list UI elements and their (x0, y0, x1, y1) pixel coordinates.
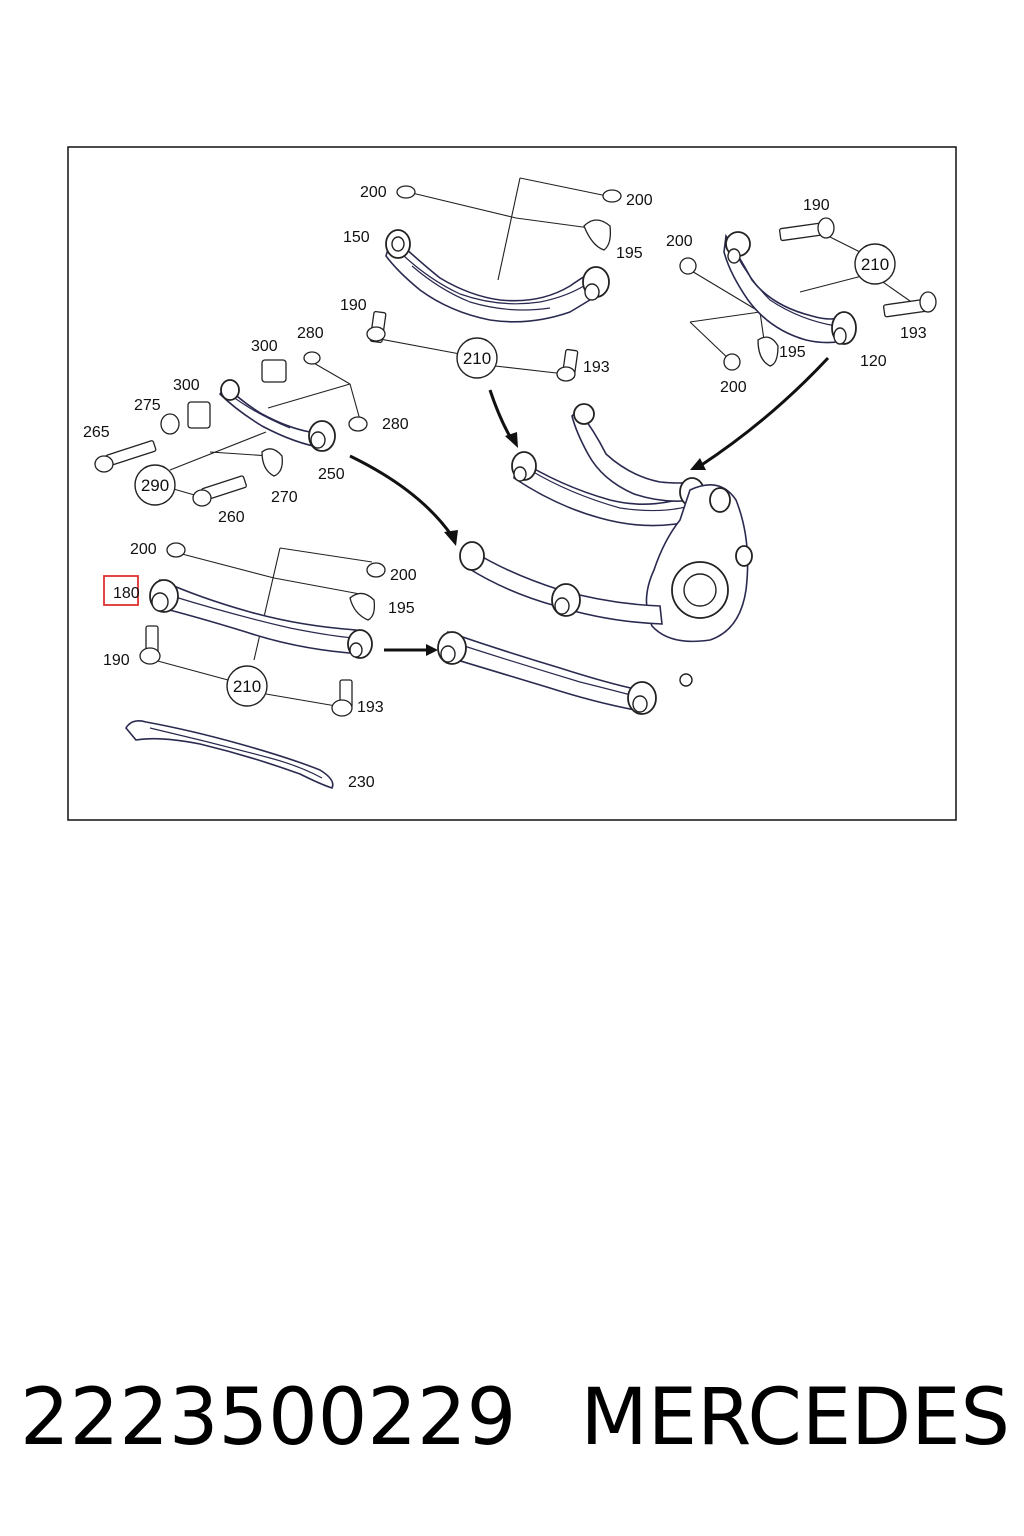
label-200: 200 (360, 184, 387, 201)
label-300: 300 (251, 338, 278, 355)
label-260: 260 (218, 509, 245, 526)
label-120: 120 (860, 353, 887, 370)
callout-210-top-text: 210 (463, 349, 491, 368)
label-300: 300 (173, 377, 200, 394)
label-200: 200 (666, 233, 693, 250)
callout-210-top (456, 337, 498, 379)
label-195: 195 (616, 245, 643, 262)
callout-210-bottom (226, 665, 268, 707)
highlight-box-180 (103, 575, 139, 606)
left-hardware (94, 351, 368, 507)
camber-arm-120 (723, 231, 857, 345)
label-270: 270 (271, 489, 298, 506)
label-190: 190 (803, 197, 830, 214)
label-200: 200 (720, 379, 747, 396)
callout-290 (134, 464, 176, 506)
label-193: 193 (583, 359, 610, 376)
lower-hardware (139, 542, 386, 717)
label-265: 265 (83, 424, 110, 441)
callout-290-text: 290 (141, 476, 169, 495)
leader-lines (153, 177, 921, 707)
label-195: 195 (779, 344, 806, 361)
part-labels: 200 200 150 195 190 200 120 195 200 193 … (83, 184, 927, 791)
label-250: 250 (318, 466, 345, 483)
brand-name: MERCEDES (580, 1373, 1011, 1463)
assembled-knuckle (437, 403, 753, 715)
part-number: 2223500229 (20, 1373, 517, 1463)
label-275: 275 (134, 397, 161, 414)
label-195: 195 (388, 600, 415, 617)
bracket-230 (125, 720, 334, 789)
label-200: 200 (130, 541, 157, 558)
upper-control-arm-150 (385, 229, 610, 323)
label-280: 280 (382, 416, 409, 433)
diagram-frame (67, 146, 957, 821)
callout-210-right-text: 210 (861, 255, 889, 274)
right-hardware (679, 217, 937, 371)
callout-circles: 210 210 290 210 (134, 243, 896, 707)
label-193: 193 (357, 699, 384, 716)
label-180: 180 (113, 585, 140, 602)
toe-arm-250 (218, 379, 336, 452)
top-hardware (366, 185, 622, 382)
lower-arm-180 (149, 578, 373, 659)
label-190: 190 (340, 297, 367, 314)
label-230: 230 (348, 774, 375, 791)
label-190: 190 (103, 652, 130, 669)
label-200: 200 (390, 567, 417, 584)
label-280: 280 (297, 325, 324, 342)
label-200: 200 (626, 192, 653, 209)
assembly-arrows (349, 356, 830, 656)
callout-210-right (854, 243, 896, 285)
label-150: 150 (343, 229, 370, 246)
label-193: 193 (900, 325, 927, 342)
footer-caption: 2223500229 MERCEDES (20, 1368, 1010, 1468)
callout-210-bottom-text: 210 (233, 677, 261, 696)
